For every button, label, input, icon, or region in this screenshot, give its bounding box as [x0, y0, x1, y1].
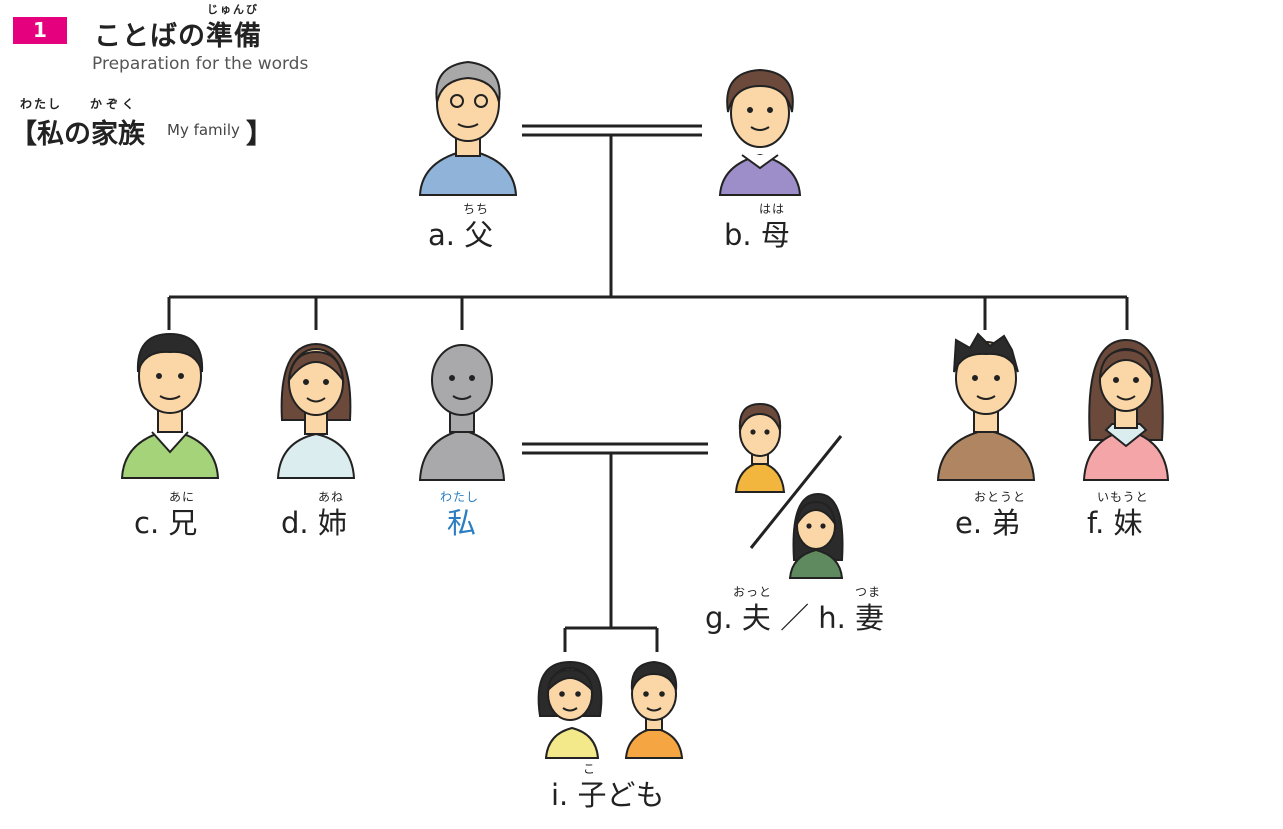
wife-figure: [788, 492, 844, 579]
section-title-ruby: じゅんび: [207, 3, 259, 16]
mother-label: b. 母: [724, 218, 790, 252]
wife-ruby: つま: [855, 585, 882, 599]
older-brother-label: c. 兄: [134, 506, 198, 540]
children-ruby: こ: [583, 762, 597, 776]
family-title-ruby-kazoku: かぞく: [90, 97, 139, 111]
husband-figure: [734, 402, 786, 493]
family-title-english: My family: [167, 121, 240, 139]
section-number-badge: 1: [13, 17, 67, 44]
husband-ruby: おっと: [733, 585, 773, 599]
family-title-ruby-watashi: わたし: [20, 97, 63, 111]
mother-ruby: はは: [759, 202, 786, 216]
older-brother-figure: [120, 332, 220, 479]
family-title: 【私の家族: [10, 119, 145, 150]
father-figure: [418, 60, 518, 196]
mother-figure: [718, 68, 802, 196]
husband-wife-slash: [749, 435, 843, 549]
younger-brother-ruby: おとうと: [974, 490, 1027, 504]
husband-wife-label: g. 夫 ／ h. 妻: [705, 601, 885, 635]
older-sister-label: d. 姉: [281, 506, 347, 540]
younger-sister-label: f. 妹: [1087, 506, 1143, 540]
children-label: i. 子ども: [551, 778, 665, 812]
father-label: a. 父: [428, 218, 494, 252]
older-sister-ruby: あね: [318, 490, 345, 504]
me-ruby: わたし: [440, 490, 480, 504]
older-sister-figure: [276, 342, 356, 479]
son-figure: [624, 660, 684, 759]
me-label: 私: [447, 506, 477, 540]
daughter-figure: [537, 660, 603, 759]
younger-brother-figure: [936, 332, 1036, 481]
family-title-close-bracket: 】: [246, 119, 273, 150]
me-figure: [418, 344, 506, 481]
older-brother-ruby: あに: [169, 490, 196, 504]
younger-sister-figure: [1082, 338, 1170, 481]
father-ruby: ちち: [463, 202, 490, 216]
younger-brother-label: e. 弟: [955, 506, 1021, 540]
section-title: ことばの準備: [94, 21, 262, 52]
section-subtitle: Preparation for the words: [92, 54, 309, 74]
tree-lines: [167, 124, 1129, 652]
younger-sister-ruby: いもうと: [1097, 490, 1149, 504]
